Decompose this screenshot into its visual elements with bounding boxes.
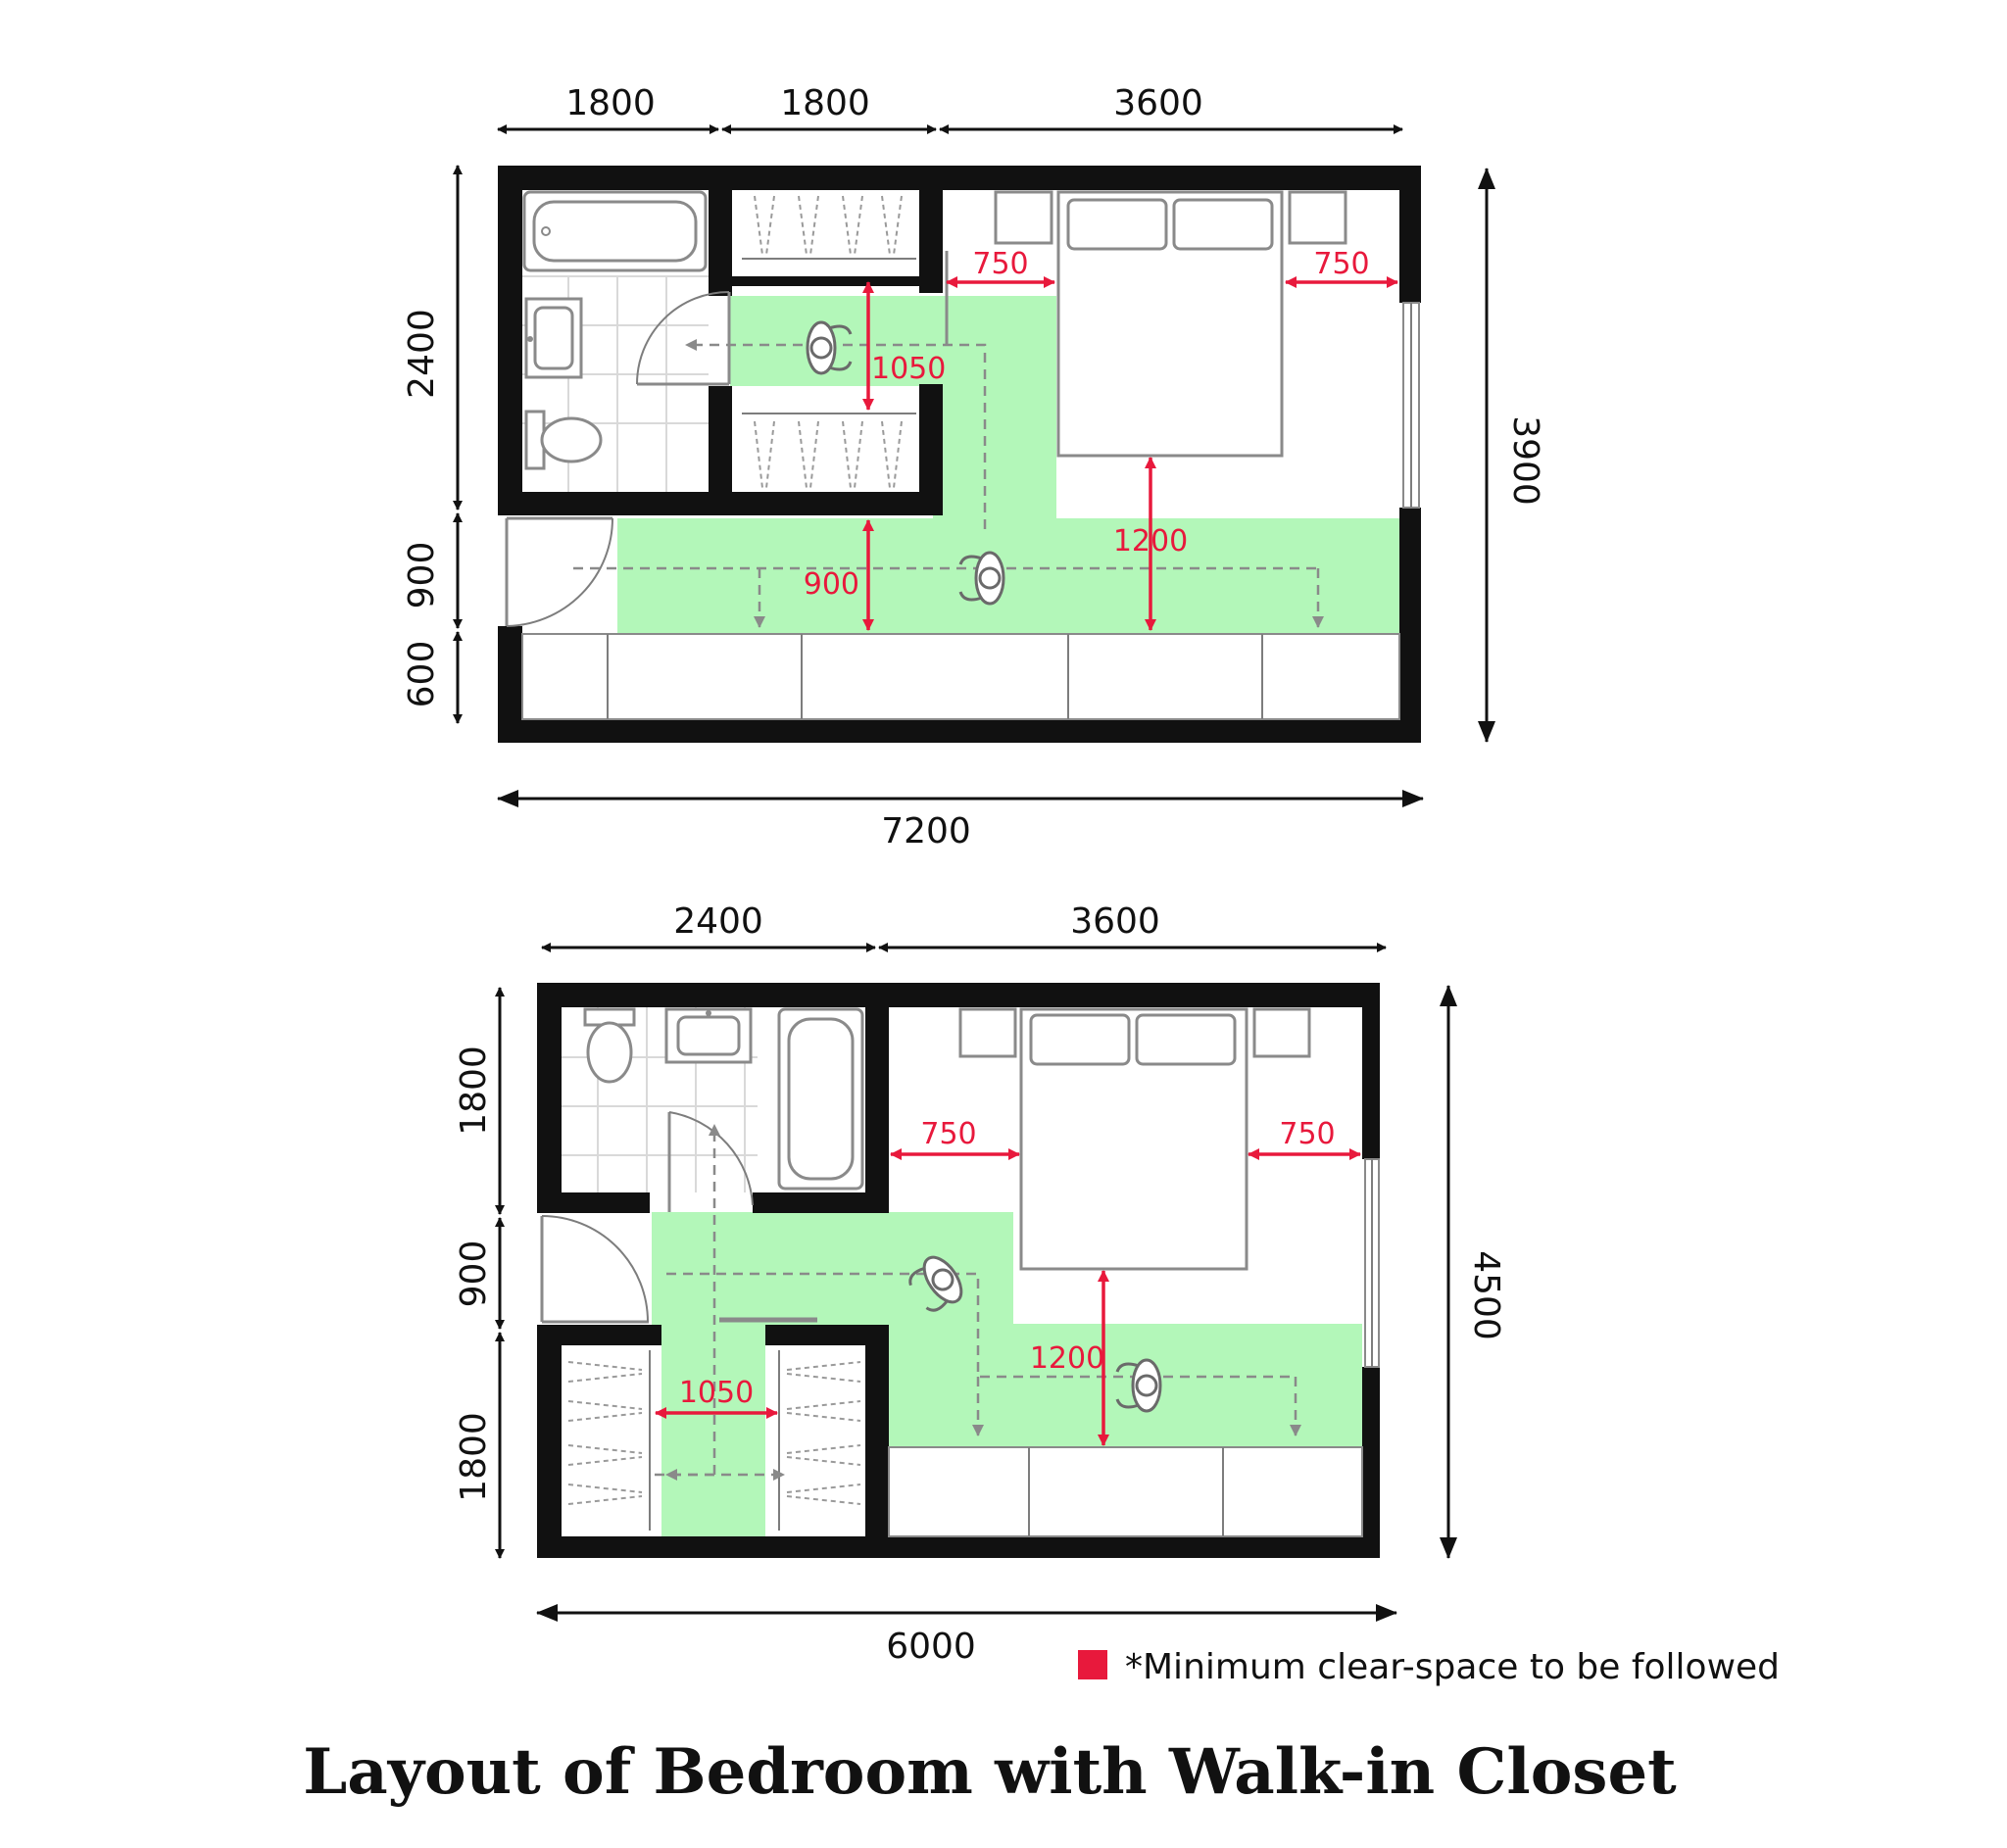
clearance-closet-aisle: 1050 <box>679 1376 754 1410</box>
dim-left-2: 900 <box>402 542 442 609</box>
clearance-bed-right: 750 <box>1279 1117 1335 1151</box>
entry-door <box>540 1215 649 1324</box>
legend-swatch <box>1078 1650 1107 1679</box>
dim-top-2: 3600 <box>1070 901 1160 942</box>
dim-left-2: 900 <box>454 1240 494 1308</box>
bed <box>958 1007 1311 1271</box>
toilet <box>583 1007 636 1084</box>
clearance-markers: 750 750 1050 1200 <box>655 1117 1361 1446</box>
dim-left-3: 600 <box>402 641 442 708</box>
legend: *Minimum clear-space to be followed <box>1078 1647 1780 1687</box>
closet-hangers-right <box>778 1350 861 1531</box>
walls <box>537 983 1380 1558</box>
closet-hangers-left <box>567 1350 651 1531</box>
clearance-bed-left: 750 <box>972 247 1028 281</box>
dimension-lines: 2400 3600 1800 900 1800 4500 6000 <box>454 901 1506 1667</box>
page-title: Layout of Bedroom with Walk-in Closet <box>303 1735 1677 1809</box>
dim-top-3: 3600 <box>1113 83 1203 123</box>
toilet <box>524 410 603 470</box>
dim-right: 4500 <box>1466 1250 1506 1340</box>
dim-right: 3900 <box>1505 415 1545 506</box>
clearance-passage: 900 <box>804 567 859 602</box>
bathtub <box>777 1007 864 1191</box>
closet-hangers-lower <box>742 413 916 489</box>
bathtub <box>522 190 708 272</box>
window <box>1402 302 1420 509</box>
wardrobe <box>521 633 1400 720</box>
dim-bottom: 6000 <box>886 1627 976 1667</box>
closet-hangers-upper <box>742 195 916 260</box>
circulation-paths <box>573 339 1324 628</box>
plan-2: 750 750 1050 1200 2400 3600 1800 900 180… <box>454 901 1506 1667</box>
dim-top-1: 1800 <box>565 83 656 123</box>
clearance-bed-foot: 1200 <box>1113 524 1188 559</box>
sink <box>664 1007 753 1064</box>
dim-left-3: 1800 <box>454 1412 494 1502</box>
clear-space-zone <box>652 1212 1362 1536</box>
dim-left-1: 1800 <box>454 1046 494 1136</box>
bathroom-door <box>667 1111 754 1212</box>
entry-door <box>505 516 613 627</box>
dimension-lines: 1800 1800 3600 2400 900 600 3900 7200 <box>402 83 1545 851</box>
dim-left-1: 2400 <box>402 309 442 399</box>
clearance-bed-right: 750 <box>1313 247 1369 281</box>
plan-1: 750 750 1050 900 1200 1800 1800 3600 240… <box>402 83 1545 851</box>
dim-top-2: 1800 <box>780 83 870 123</box>
clearance-closet-aisle: 1050 <box>871 352 946 386</box>
dim-bottom: 7200 <box>881 811 971 851</box>
walls <box>498 166 1421 743</box>
clearance-bed-foot: 1200 <box>1030 1341 1104 1376</box>
clearance-markers: 750 750 1050 900 1200 <box>804 247 1398 631</box>
sink <box>524 297 583 379</box>
legend-text: *Minimum clear-space to be followed <box>1125 1647 1780 1687</box>
window <box>1364 1158 1380 1368</box>
clear-space-zone <box>617 296 1399 634</box>
clearance-bed-left: 750 <box>920 1117 976 1151</box>
wardrobe <box>888 1446 1363 1537</box>
dim-top-1: 2400 <box>673 901 763 942</box>
bed <box>994 190 1347 458</box>
bathroom-door <box>636 291 731 386</box>
